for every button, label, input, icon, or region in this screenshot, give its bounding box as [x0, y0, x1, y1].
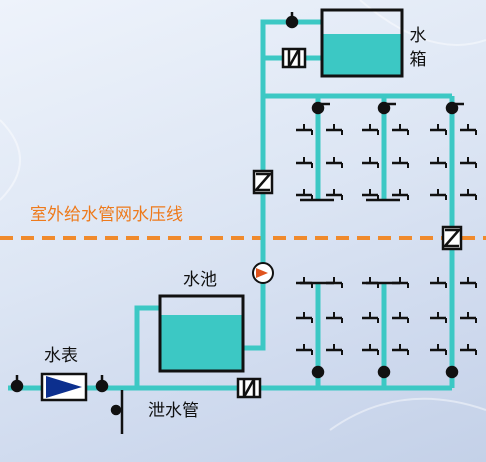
pool-inlet-pipe — [134, 305, 160, 388]
pressure-line-label: 室外给水管网水压线 — [30, 205, 183, 225]
upper-zone-taps — [294, 122, 478, 202]
water-meter-icon — [40, 372, 88, 402]
check-valves — [236, 47, 463, 399]
water-meter-label: 水表 — [44, 346, 78, 366]
valve-riser-3-top — [445, 101, 464, 115]
valve-riser-1-top — [311, 101, 330, 115]
valve-riser-3-bottom — [445, 365, 459, 379]
check-valve-main — [236, 377, 262, 399]
valve-riser-2-top — [377, 101, 396, 115]
water-pool — [158, 294, 245, 373]
lower-zone-taps — [294, 275, 478, 357]
tank-inlet-pipe — [260, 19, 322, 96]
pump-riser-pipe — [243, 96, 266, 351]
drain-pipe — [110, 390, 124, 434]
water-tank — [320, 8, 404, 78]
check-valve-riser — [252, 169, 274, 195]
valve-riser-2-bottom — [377, 365, 391, 379]
drain-pipe-label: 泄水管 — [148, 401, 199, 421]
gate-valves — [10, 12, 464, 393]
valve-riser-1-bottom — [311, 365, 325, 379]
valve-tank-top — [285, 12, 299, 29]
valve-inlet-right — [95, 375, 109, 393]
valve-inlet-left — [10, 375, 24, 393]
pump-icon — [252, 262, 274, 284]
check-valve-tank-bypass — [281, 47, 307, 69]
check-valve-right-riser — [441, 225, 463, 251]
water-tank-label: 水 箱 — [409, 26, 427, 70]
water-pool-label: 水池 — [183, 270, 217, 290]
background-decoration — [0, 0, 486, 430]
